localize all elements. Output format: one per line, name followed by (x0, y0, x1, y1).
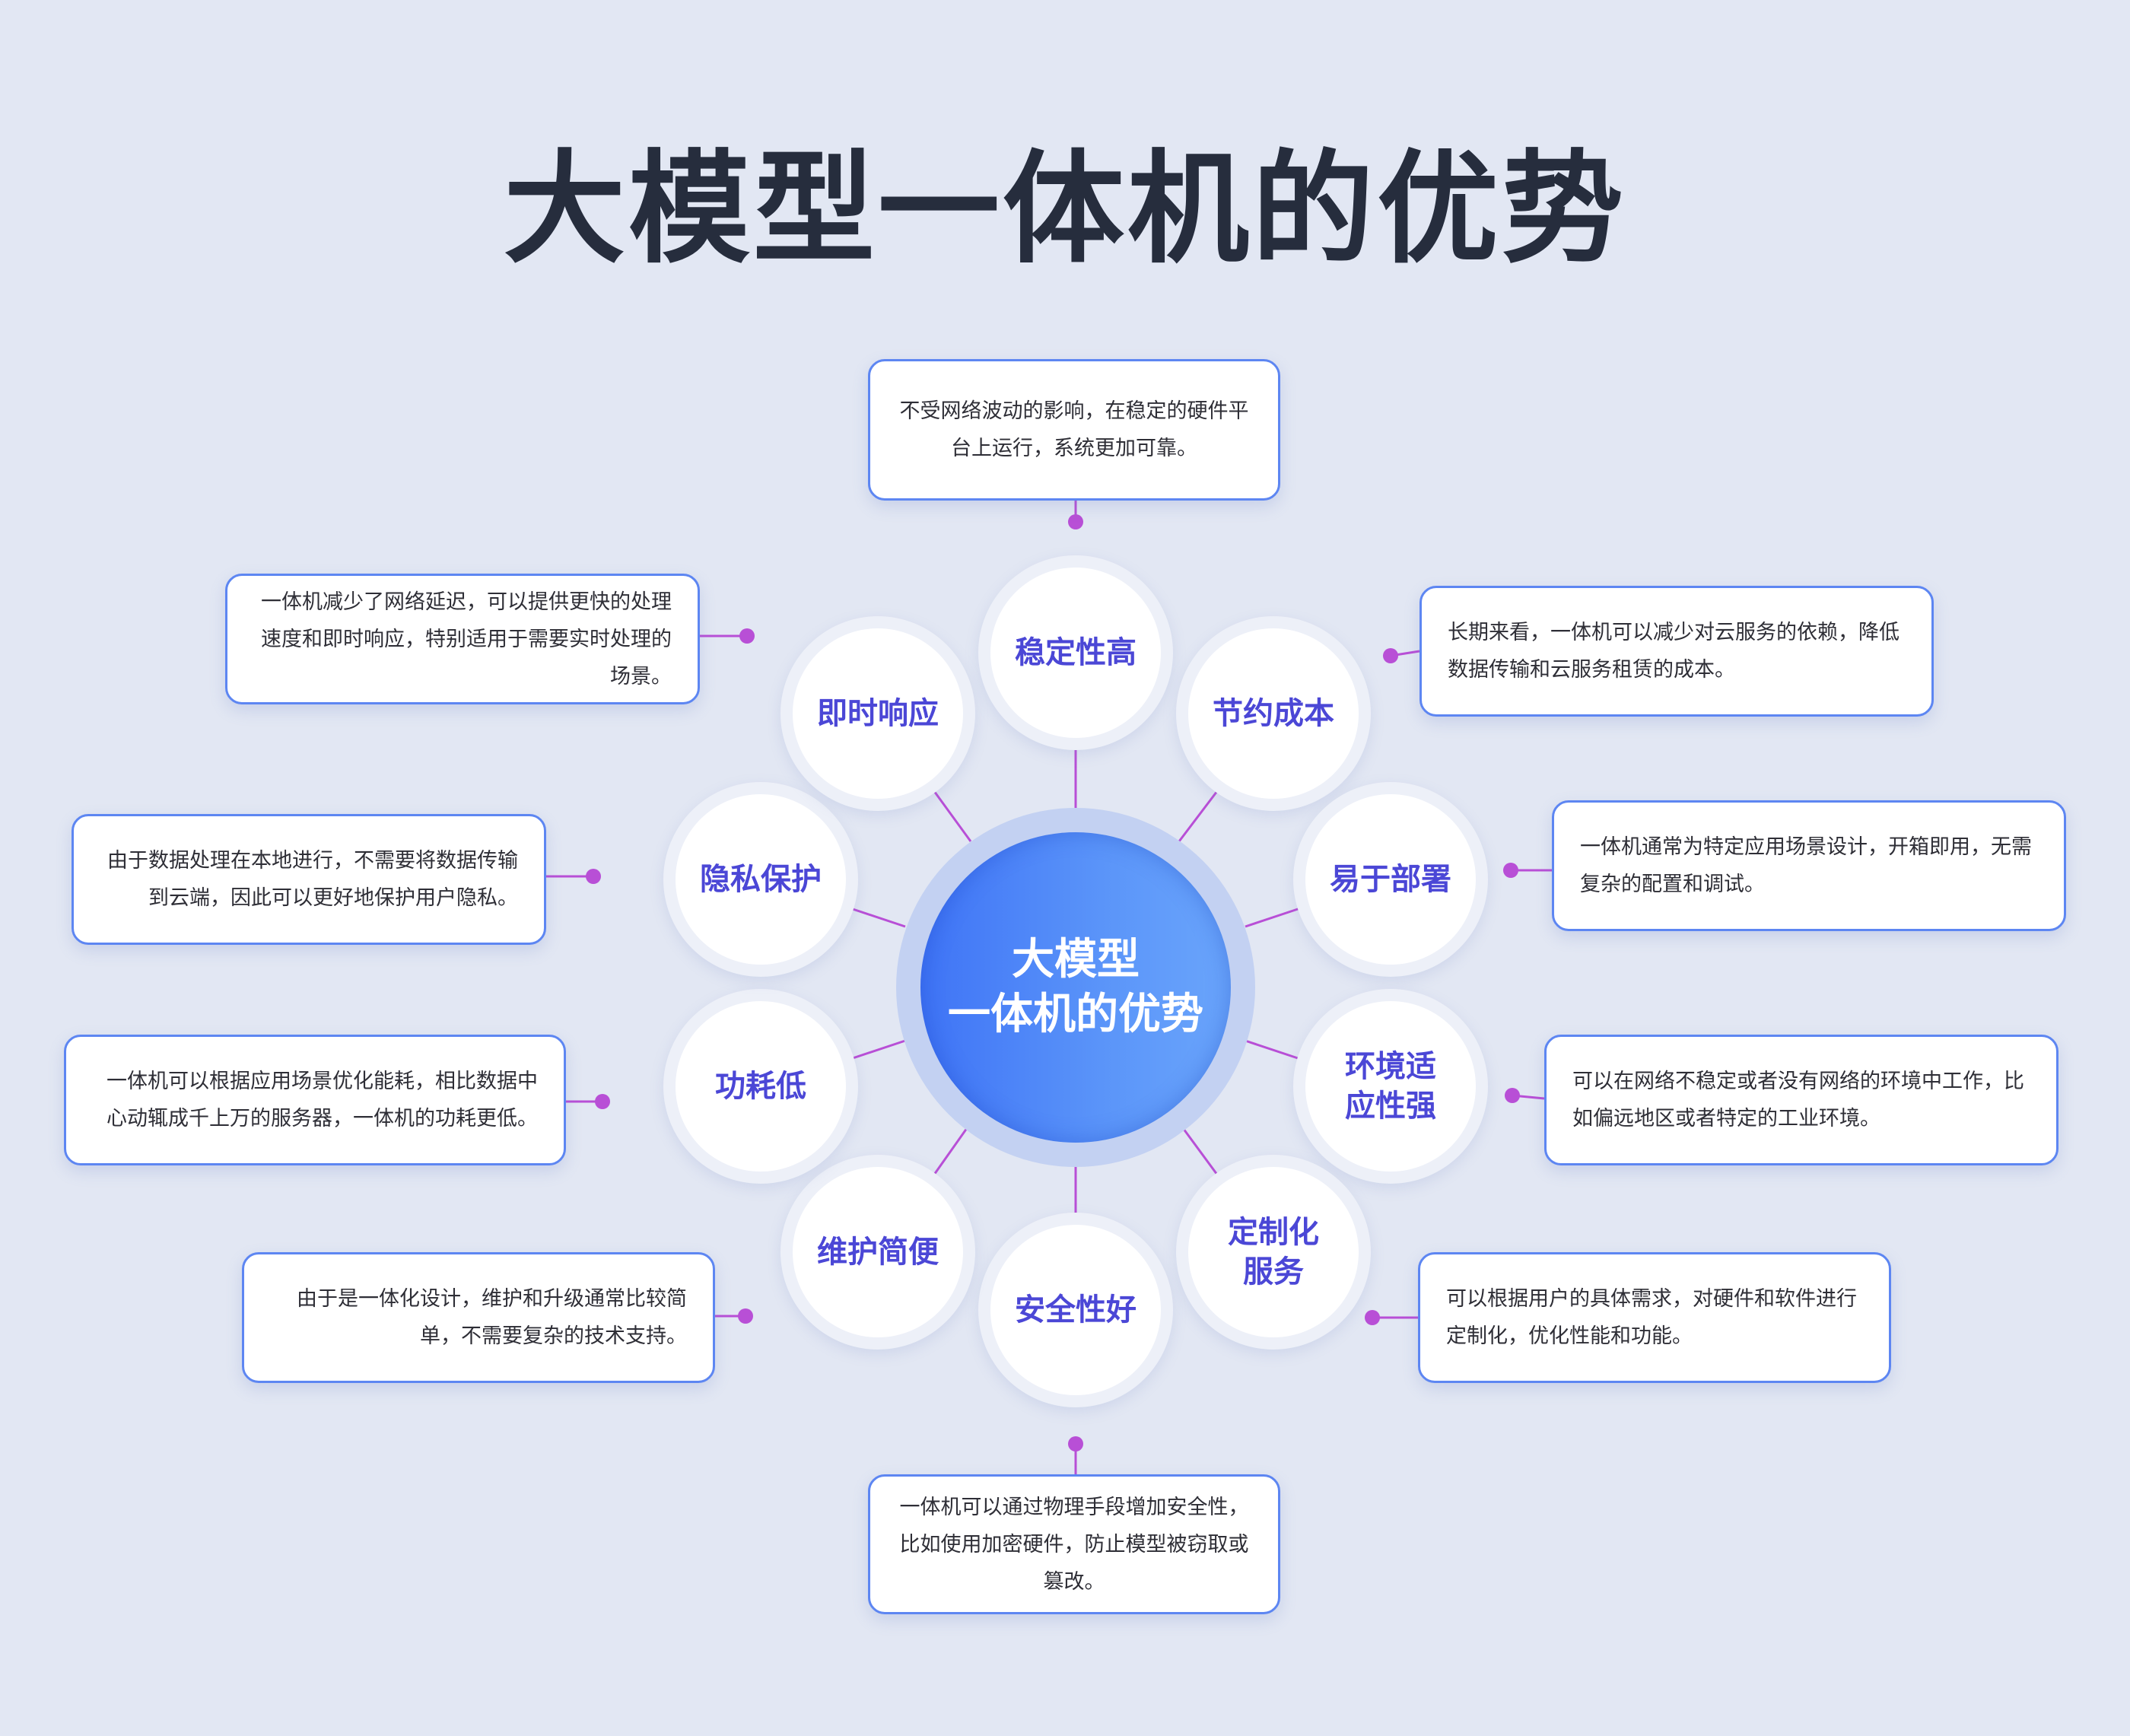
desc-cost: 长期来看，一体机可以减少对云服务的依赖，降低数据传输和云服务租赁的成本。 (1419, 586, 1934, 717)
desc-realtime: 一体机减少了网络延迟，可以提供更快的处理速度和即时响应，特别适用于需要实时处理的… (225, 574, 700, 704)
leader-dot-security (1068, 1436, 1083, 1451)
node-adapt-label: 环境适 应性强 (1345, 1049, 1436, 1124)
node-stability-face: 稳定性高 (990, 568, 1161, 738)
center-hub-line1: 大模型 (1012, 935, 1140, 984)
node-custom-face: 定制化 服务 (1188, 1167, 1359, 1337)
node-power-label: 功耗低 (715, 1069, 806, 1104)
node-maintain-label: 维护简便 (817, 1235, 939, 1270)
node-power-face: 功耗低 (676, 1001, 846, 1172)
leader-dot-adapt (1505, 1088, 1520, 1103)
leader-dot-cost (1383, 648, 1398, 663)
spoke-adapt (1245, 1039, 1305, 1062)
leader-dot-stability (1068, 514, 1083, 529)
node-privacy: 隐私保护 (663, 782, 858, 977)
desc-maintain-text: 由于是一体化设计，维护和升级通常比较简单，不需要复杂的技术支持。 (297, 1287, 687, 1348)
node-realtime-label: 即时响应 (817, 696, 939, 731)
spoke-realtime (933, 790, 972, 842)
spoke-custom (1178, 1122, 1219, 1175)
node-stability-label: 稳定性高 (1015, 635, 1137, 670)
desc-maintain: 由于是一体化设计，维护和升级通常比较简单，不需要复杂的技术支持。 (242, 1252, 715, 1383)
leader-dot-realtime (739, 628, 755, 644)
leader-dot-privacy (586, 869, 601, 884)
spoke-deploy (1245, 905, 1305, 928)
node-privacy-face: 隐私保护 (676, 794, 846, 965)
node-deploy-face: 易于部署 (1305, 794, 1476, 965)
node-security-label: 安全性好 (1015, 1292, 1137, 1327)
desc-custom: 可以根据用户的具体需求，对硬件和软件进行定制化，优化性能和功能。 (1418, 1252, 1891, 1383)
desc-adapt-text: 可以在网络不稳定或者没有网络的环境中工作，比如偏远地区或者特定的工业环境。 (1572, 1070, 2024, 1130)
node-realtime-face: 即时响应 (793, 628, 963, 799)
page-title: 大模型一体机的优势 (503, 138, 1626, 280)
node-maintain: 维护简便 (780, 1155, 975, 1350)
leader-dot-deploy (1503, 863, 1518, 878)
desc-security-text: 一体机可以通过物理手段增加安全性，比如使用加密硬件，防止模型被窃取或篡改。 (899, 1495, 1249, 1594)
desc-power: 一体机可以根据应用场景优化能耗，相比数据中心动辄成千上万的服务器，一体机的功耗更… (64, 1035, 566, 1165)
leader-dot-power (595, 1094, 610, 1109)
spoke-maintain (933, 1122, 972, 1175)
node-security: 安全性好 (978, 1213, 1173, 1407)
node-cost-label: 节约成本 (1213, 696, 1334, 731)
desc-deploy: 一体机通常为特定应用场景设计，开箱即用，无需复杂的配置和调试。 (1552, 800, 2066, 931)
node-security-face: 安全性好 (990, 1225, 1161, 1395)
desc-custom-text: 可以根据用户的具体需求，对硬件和软件进行定制化，优化性能和功能。 (1446, 1287, 1857, 1348)
node-deploy: 易于部署 (1293, 782, 1488, 977)
desc-privacy: 由于数据处理在本地进行，不需要将数据传输到云端，因此可以更好地保护用户隐私。 (72, 814, 546, 945)
desc-privacy-text: 由于数据处理在本地进行，不需要将数据传输到云端，因此可以更好地保护用户隐私。 (107, 849, 518, 910)
leader-dot-custom (1365, 1310, 1380, 1325)
node-custom-label: 定制化 服务 (1228, 1215, 1319, 1289)
node-custom: 定制化 服务 (1176, 1155, 1371, 1350)
center-hub: 大模型 一体机的优势 (920, 832, 1231, 1143)
desc-security: 一体机可以通过物理手段增加安全性，比如使用加密硬件，防止模型被窃取或篡改。 (868, 1474, 1280, 1614)
node-privacy-label: 隐私保护 (700, 862, 822, 897)
leader-dot-maintain (738, 1308, 753, 1324)
node-deploy-label: 易于部署 (1330, 862, 1451, 897)
spoke-cost (1178, 790, 1219, 842)
node-cost: 节约成本 (1176, 616, 1371, 811)
node-adapt-face: 环境适 应性强 (1305, 1001, 1476, 1172)
desc-deploy-text: 一体机通常为特定应用场景设计，开箱即用，无需复杂的配置和调试。 (1580, 835, 2032, 896)
desc-adapt: 可以在网络不稳定或者没有网络的环境中工作，比如偏远地区或者特定的工业环境。 (1544, 1035, 2058, 1165)
node-stability: 稳定性高 (978, 555, 1173, 750)
node-cost-face: 节约成本 (1188, 628, 1359, 799)
node-adapt: 环境适 应性强 (1293, 989, 1488, 1184)
desc-power-text: 一体机可以根据应用场景优化能耗，相比数据中心动辄成千上万的服务器，一体机的功耗更… (106, 1070, 538, 1130)
desc-cost-text: 长期来看，一体机可以减少对云服务的依赖，降低数据传输和云服务租赁的成本。 (1448, 621, 1900, 682)
center-hub-line2: 一体机的优势 (948, 990, 1203, 1039)
spoke-power (845, 1039, 906, 1062)
node-power: 功耗低 (663, 989, 858, 1184)
node-realtime: 即时响应 (780, 616, 975, 811)
desc-stability: 不受网络波动的影响，在稳定的硬件平台上运行，系统更加可靠。 (868, 359, 1280, 501)
desc-realtime-text: 一体机减少了网络延迟，可以提供更快的处理速度和即时响应，特别适用于需要实时处理的… (261, 590, 672, 688)
desc-stability-text: 不受网络波动的影响，在稳定的硬件平台上运行，系统更加可靠。 (899, 399, 1249, 460)
spoke-privacy (845, 905, 906, 928)
node-maintain-face: 维护简便 (793, 1167, 963, 1337)
